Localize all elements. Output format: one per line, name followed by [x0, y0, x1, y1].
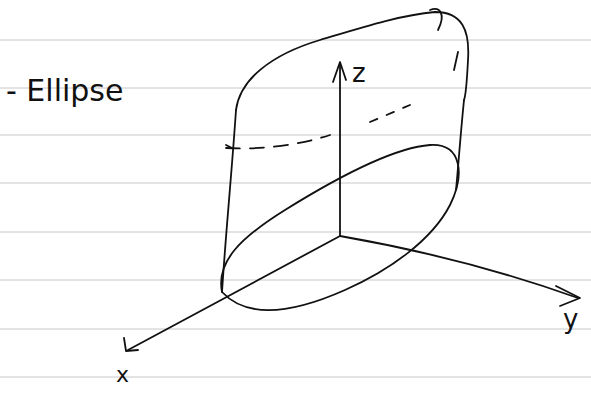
elliptic-cylinder — [221, 9, 468, 310]
axis-label: z — [352, 60, 366, 86]
axes — [124, 62, 580, 351]
ruled-lines — [0, 40, 591, 377]
axis-label: x — [116, 364, 129, 386]
note-label: - Ellipse — [6, 76, 123, 106]
axis-label: y — [563, 306, 578, 332]
